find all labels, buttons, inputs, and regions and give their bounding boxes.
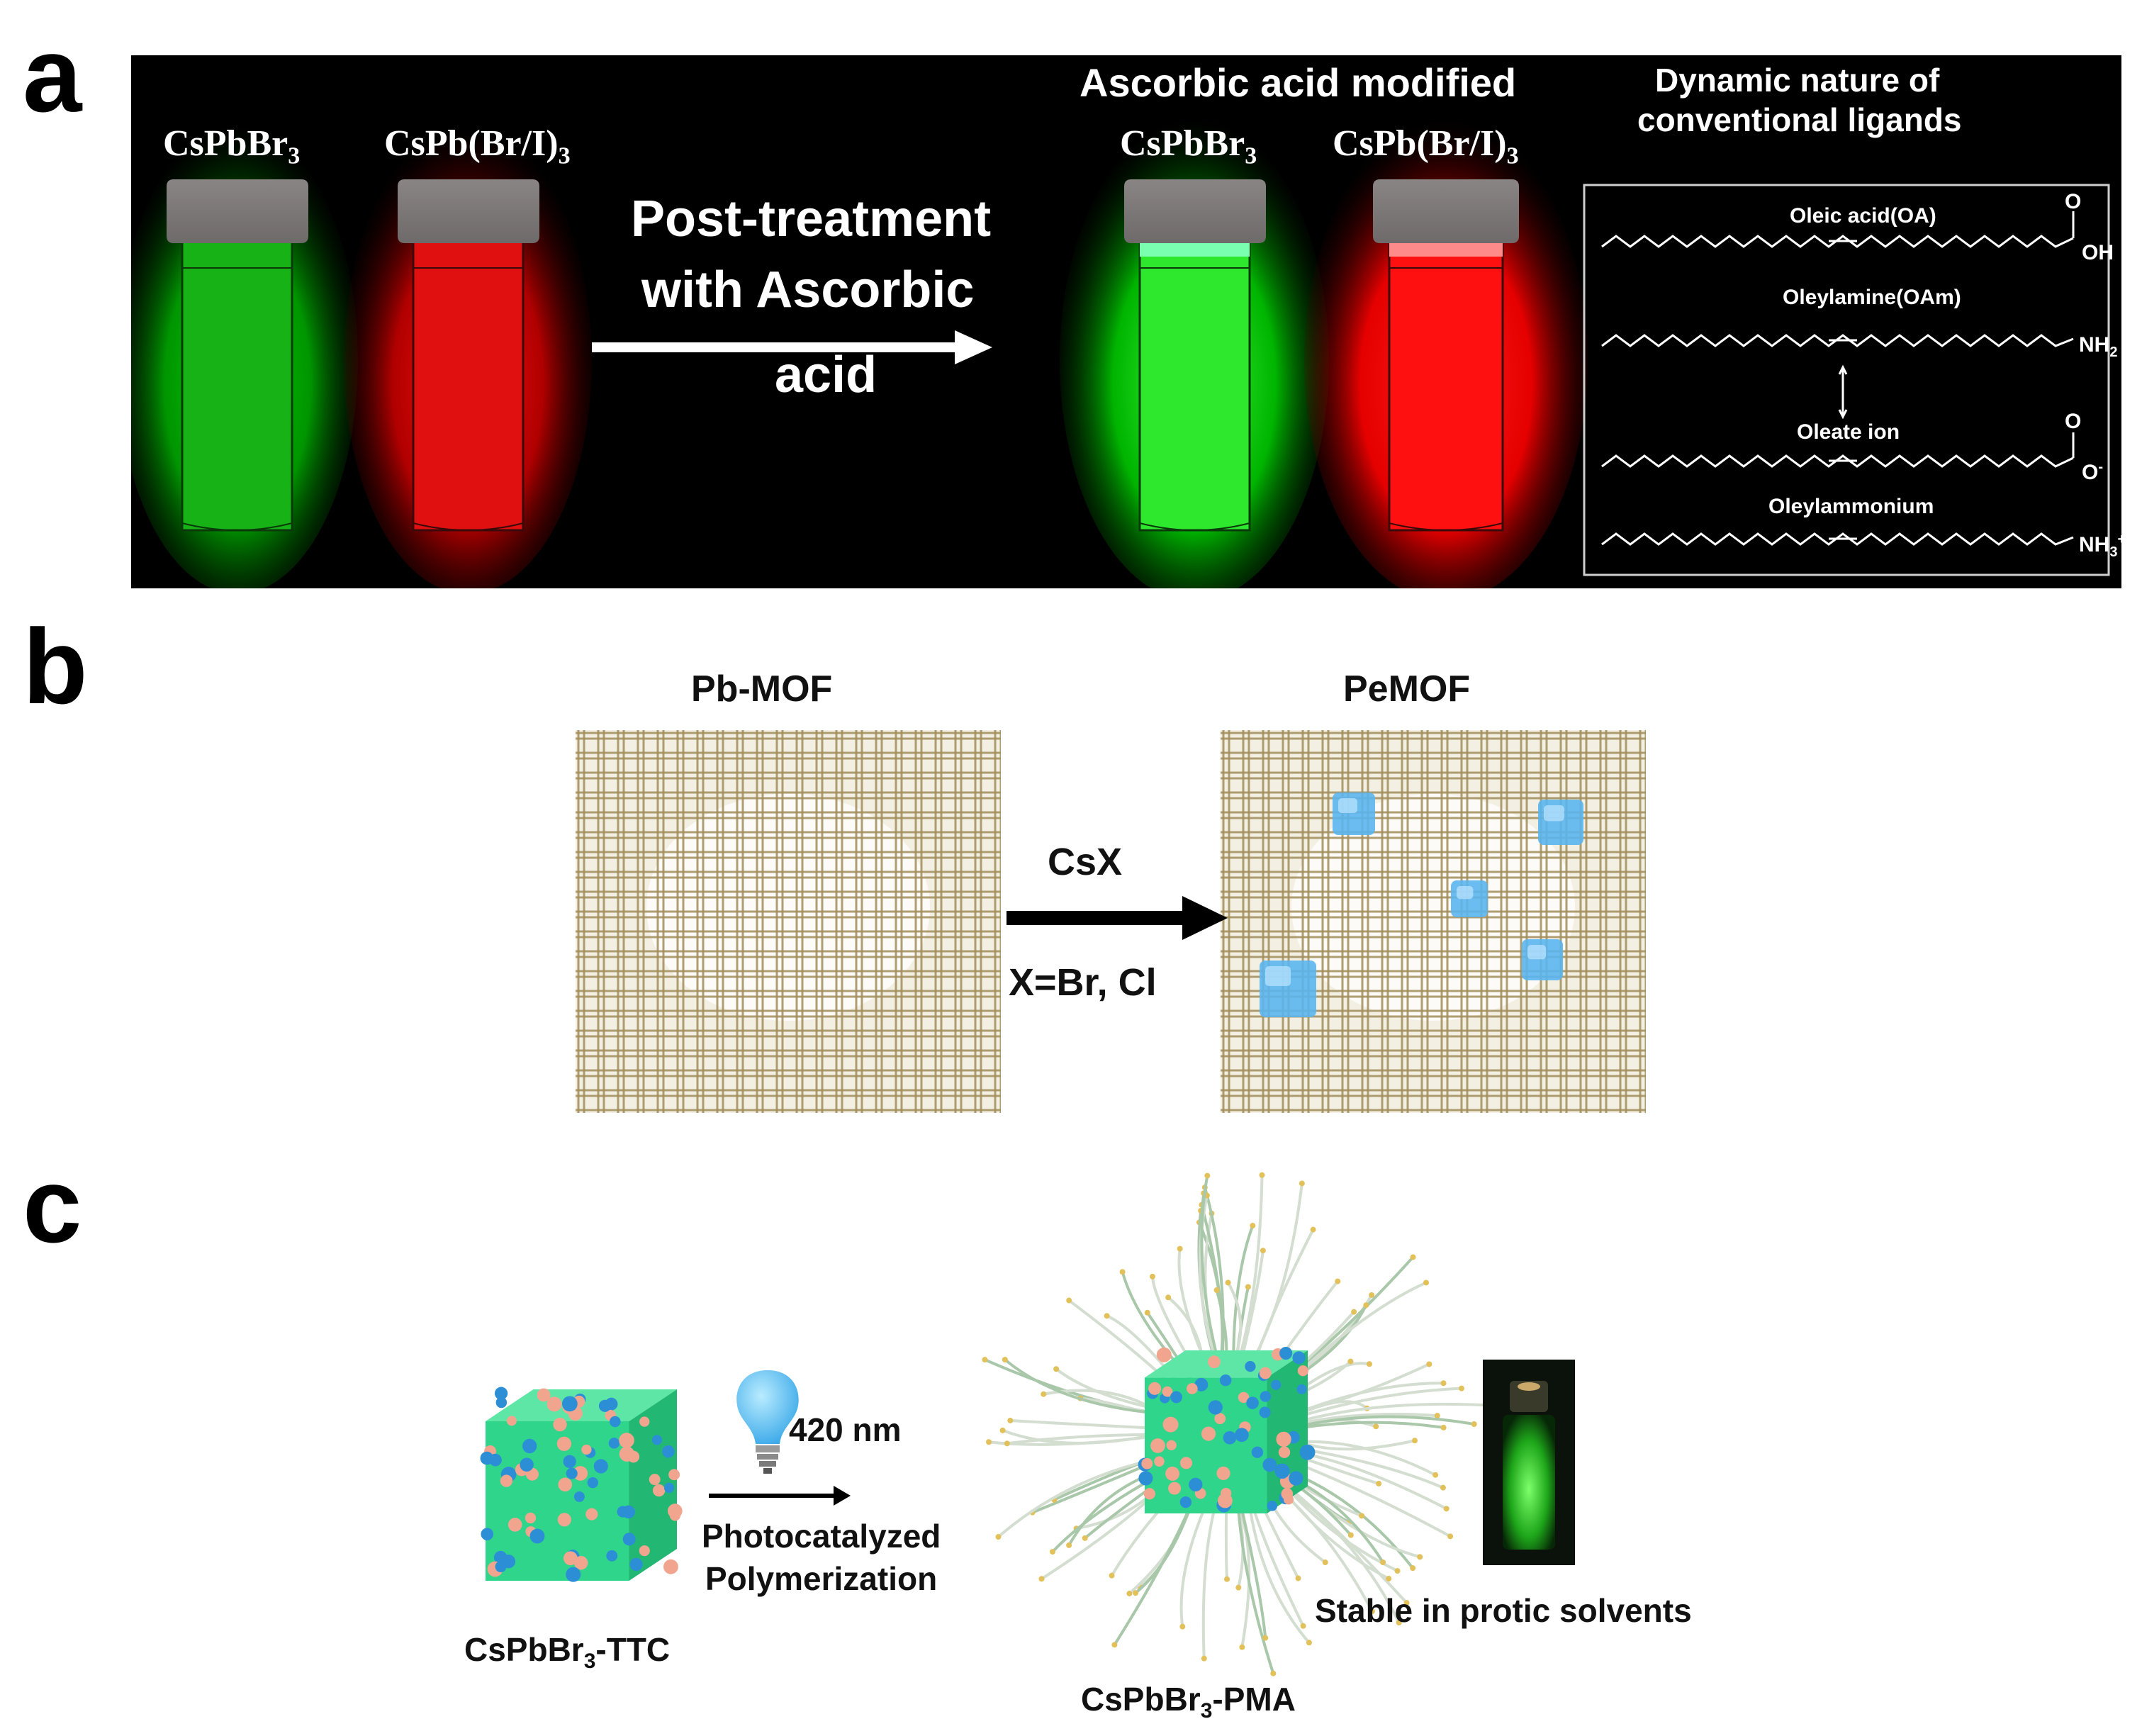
- post-treatment-line-3: acid: [775, 347, 877, 403]
- ligand-oleylamine: Oleylamine(OAm): [1783, 286, 1961, 309]
- ligand-oleylammonium: Oleylammonium: [1768, 495, 1934, 518]
- photocatalyzed-label: Photocatalyzed: [702, 1518, 941, 1555]
- panel-letter-c: c: [23, 1146, 82, 1265]
- vial-label-cspbbri3-left: CsPb(Br/I)3: [384, 123, 571, 169]
- vial-red-left: [398, 179, 539, 532]
- post-treatment-line-1: Post-treatment: [631, 191, 992, 247]
- vial-photo: [1483, 1360, 1575, 1565]
- pemof-title: PeMOF: [1343, 668, 1471, 710]
- csx-arrow: [1006, 896, 1228, 940]
- cspbbr3-pma-label: CsPbBr3-PMA: [1081, 1681, 1296, 1723]
- group-o-minus: O-: [2082, 459, 2104, 484]
- vial-green-left: [167, 179, 308, 532]
- csx-label: CsX: [1048, 841, 1123, 883]
- post-treatment-arrow: [592, 330, 992, 364]
- pma-brush-nanocube: [982, 1172, 1488, 1676]
- panel-letter-b: b: [23, 607, 88, 726]
- ligand-box: [1583, 184, 2110, 576]
- photocatalysis-arrow: [709, 1486, 851, 1506]
- panel-a-vials-svg: [131, 119, 2110, 588]
- ligand-heading-line-2: conventional ligands: [1637, 101, 1962, 138]
- vial-red-right: [1373, 179, 1519, 532]
- panel-letter-a: a: [23, 15, 82, 134]
- pb-mof-title: Pb-MOF: [691, 668, 833, 710]
- ligand-chains: [1601, 211, 2075, 546]
- group-nh3-plus: NH3+: [2079, 532, 2126, 560]
- x-br-cl-label: X=Br, Cl: [1009, 961, 1157, 1004]
- vial-label-cspbbri3-right: CsPb(Br/I)3: [1333, 123, 1519, 169]
- group-oh: OH: [2082, 241, 2114, 264]
- group-o-carbonyl-2: O: [2065, 410, 2082, 433]
- vial-label-cspbbr3-right: CsPbBr3: [1120, 123, 1257, 169]
- lightbulb-icon: [736, 1370, 799, 1474]
- vial-label-cspbbr3-left: CsPbBr3: [163, 123, 301, 169]
- panel-a-background: CsPbBr3 CsPb(Br/I)3 Post-treatment with …: [131, 55, 2126, 588]
- cspbbr3-ttc-label: CsPbBr3-TTC: [464, 1631, 671, 1674]
- stable-caption: Stable in protic solvents: [1315, 1592, 1692, 1629]
- pb-mof-grid: [576, 730, 1001, 1113]
- post-treatment-line-2: with Ascorbic: [641, 262, 975, 318]
- pemof-grid: [1221, 730, 1646, 1113]
- wavelength-label: 420 nm: [789, 1411, 902, 1448]
- ligand-oleate-ion: Oleate ion: [1797, 420, 1900, 444]
- group-nh2: NH2: [2079, 333, 2118, 360]
- ligand-oleic-acid: Oleic acid(OA): [1790, 204, 1936, 228]
- modified-heading: Ascorbic acid modified: [1080, 60, 1517, 105]
- vial-green-right: [1124, 179, 1266, 532]
- group-o-carbonyl-1: O: [2065, 190, 2082, 213]
- ligand-heading-line-1: Dynamic nature of: [1655, 62, 1940, 99]
- ttc-nanocube: [480, 1387, 683, 1582]
- polymerization-label: Polymerization: [705, 1560, 938, 1597]
